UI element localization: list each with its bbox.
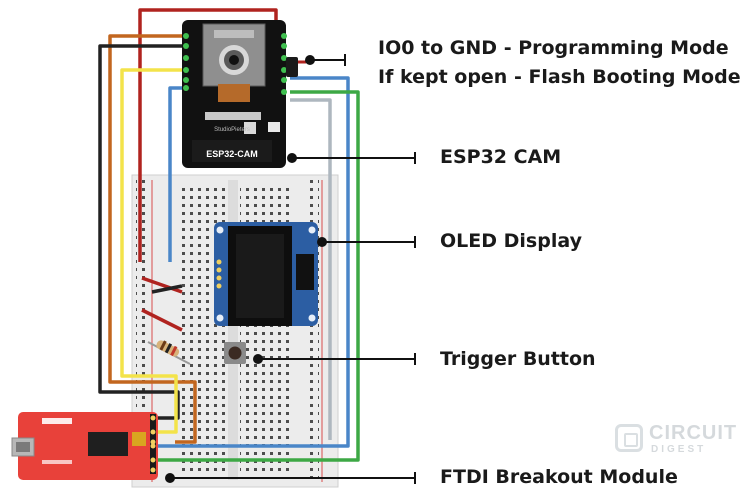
ftdi-header-pins bbox=[150, 414, 156, 474]
breadboard-center-channel bbox=[228, 180, 238, 480]
chip-icon bbox=[615, 424, 643, 452]
oled-display-label: OLED Display bbox=[440, 230, 582, 252]
red-jumper-1 bbox=[141, 276, 183, 294]
oled-display-module bbox=[214, 222, 318, 326]
ftdi-breakout-module bbox=[11, 412, 158, 480]
green-wire bbox=[158, 90, 360, 462]
resistor bbox=[147, 340, 191, 365]
wires bbox=[98, 8, 360, 462]
io0-jumper bbox=[286, 57, 306, 77]
red-jumper-2 bbox=[141, 308, 183, 332]
circuit-digest-watermark: CIRCUIT DIGEST bbox=[615, 420, 736, 464]
black-jumper bbox=[151, 284, 183, 294]
esp32-cam-right-header bbox=[281, 33, 287, 95]
esp32-cam-board-label: ESP32-CAM bbox=[206, 149, 258, 159]
blue-wire-long bbox=[158, 76, 350, 448]
blue-wire-short bbox=[168, 86, 186, 262]
io0-programming-mode-label: IO0 to GND - Programming Mode bbox=[378, 37, 729, 59]
oled-pins bbox=[216, 259, 222, 289]
io0-flash-boot-label: If kept open - Flash Booting Mode bbox=[378, 66, 741, 88]
io0-mode-callout: IO0 to GND - Programming Mode If kept op… bbox=[378, 34, 741, 92]
callout-pointers bbox=[165, 54, 416, 484]
esp32-cam-label: ESP32 CAM bbox=[440, 146, 562, 168]
esp32-cam-module: StudioPieters ESP32-CAM bbox=[182, 20, 287, 168]
yellow-wire bbox=[120, 68, 186, 434]
orange-wire bbox=[108, 34, 197, 444]
watermark-line1: CIRCUIT bbox=[649, 422, 738, 444]
watermark-line2: DIGEST bbox=[651, 444, 707, 455]
ftdi-module-label: FTDI Breakout Module bbox=[440, 466, 678, 488]
trigger-push-button bbox=[224, 342, 246, 364]
gray-wire bbox=[290, 98, 332, 440]
breadboard bbox=[131, 174, 339, 488]
trigger-button-label: Trigger Button bbox=[440, 348, 596, 370]
esp32-cam-left-header bbox=[183, 33, 189, 91]
esp32-cam-brand-label: StudioPieters bbox=[214, 127, 250, 133]
